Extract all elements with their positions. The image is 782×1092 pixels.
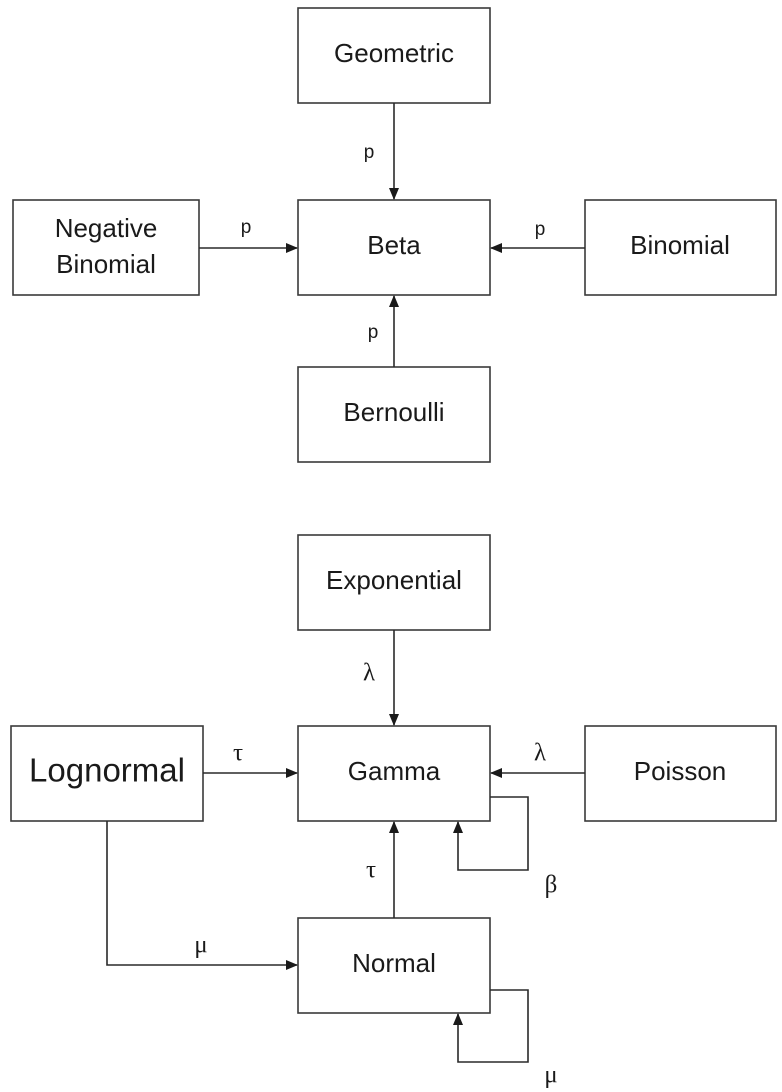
node-negative-binomial-label-line1: Negative <box>55 213 158 243</box>
edge-label-bernoulli-to-beta: p <box>368 322 379 343</box>
edge-label-lognormal-to-gamma: τ <box>233 740 243 767</box>
node-beta: Beta <box>297 199 491 296</box>
node-bernoulli: Bernoulli <box>297 366 491 463</box>
node-gamma: Gamma <box>297 725 491 822</box>
node-lognormal: Lognormal <box>10 725 204 822</box>
node-bernoulli-label: Bernoulli <box>343 397 444 427</box>
node-geometric-label: Geometric <box>334 38 454 68</box>
edge-label-negative-binomial-to-beta: p <box>241 217 252 238</box>
node-poisson-label: Poisson <box>634 756 727 786</box>
node-gamma-label: Gamma <box>348 756 441 786</box>
node-binomial: Binomial <box>584 199 777 296</box>
node-binomial-label: Binomial <box>630 230 730 260</box>
node-normal-label: Normal <box>352 948 436 978</box>
gamma-diagram: Exponential Lognormal Gamma Poisson Norm… <box>10 534 777 1089</box>
edge-label-gamma-self-loop: β <box>545 872 558 899</box>
edge-label-binomial-to-beta: p <box>535 219 546 240</box>
edge-label-normal-to-gamma: τ <box>366 857 376 884</box>
edge-lognormal-to-normal <box>106 821 298 970</box>
node-poisson: Poisson <box>584 725 777 822</box>
node-geometric: Geometric <box>297 7 491 104</box>
node-beta-label: Beta <box>367 230 421 260</box>
edge-normal-self-loop <box>453 989 529 1063</box>
beta-diagram: Geometric Negative Binomial Beta Binomia… <box>12 7 777 463</box>
edge-label-exponential-to-gamma: λ <box>363 660 375 687</box>
node-exponential: Exponential <box>297 534 491 631</box>
node-negative-binomial: Negative Binomial <box>12 199 200 296</box>
node-exponential-label: Exponential <box>326 565 462 595</box>
node-lognormal-label: Lognormal <box>29 752 185 789</box>
edge-label-normal-self-loop: μ <box>544 1062 557 1089</box>
edge-label-lognormal-to-normal: μ <box>194 932 207 959</box>
edge-gamma-self-loop <box>453 796 529 871</box>
node-normal: Normal <box>297 917 491 1014</box>
edge-label-geometric-to-beta: p <box>364 142 375 163</box>
edge-label-poisson-to-gamma: λ <box>534 740 546 767</box>
node-negative-binomial-label-line2: Binomial <box>56 249 156 279</box>
